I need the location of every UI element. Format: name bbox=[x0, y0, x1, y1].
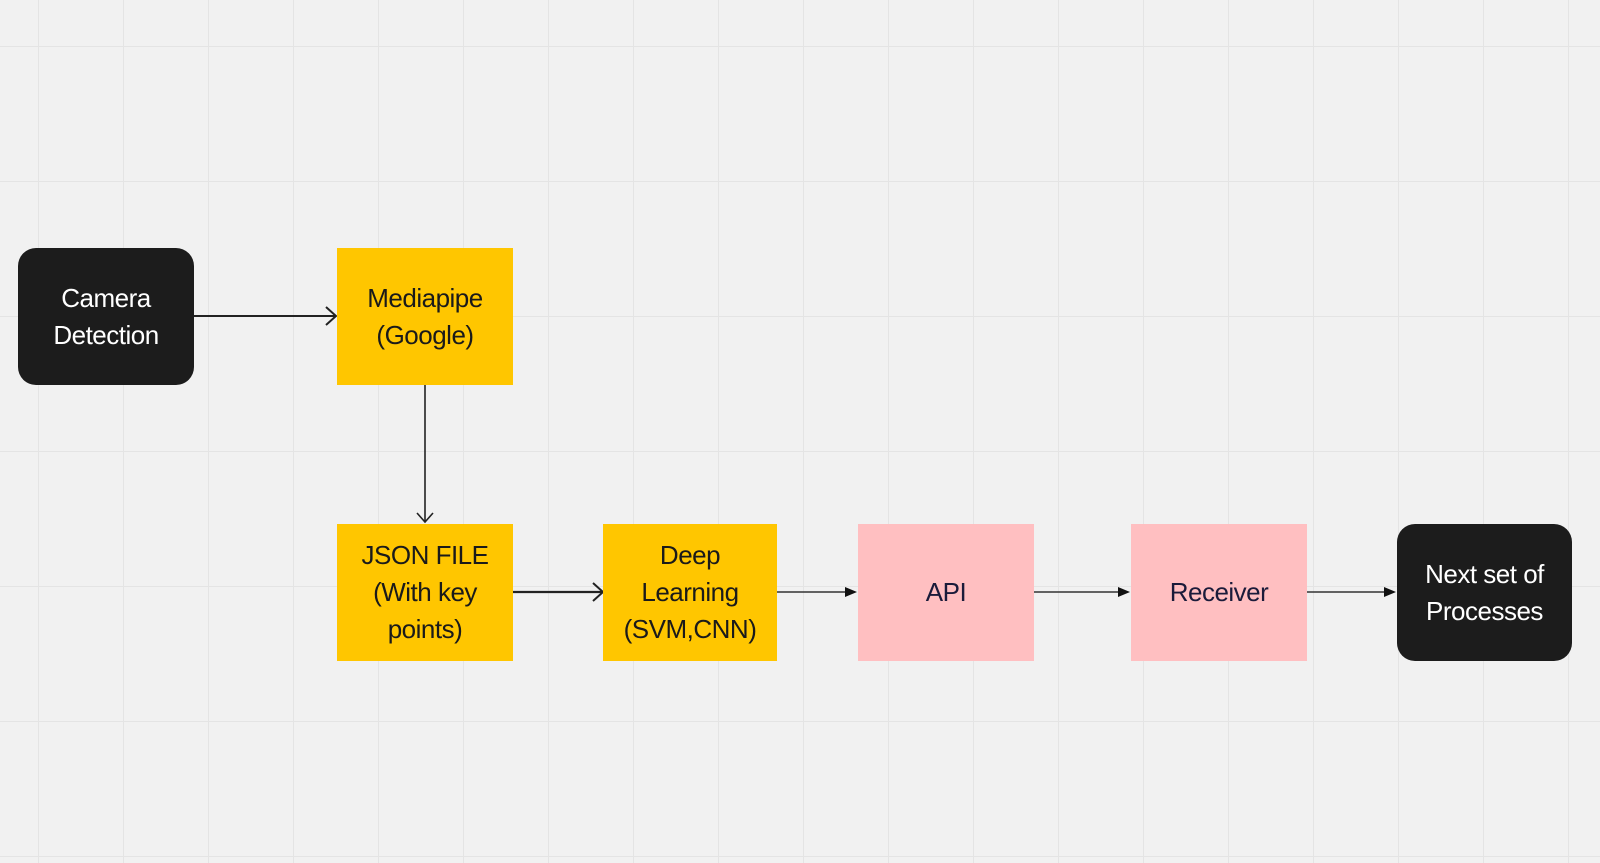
node-mediapipe[interactable]: Mediapipe (Google) bbox=[337, 248, 513, 385]
node-json-file[interactable]: JSON FILE (With key points) bbox=[337, 524, 513, 661]
node-receiver-label: Receiver bbox=[1169, 577, 1269, 607]
edge-camera-to-mediapipe bbox=[194, 306, 338, 326]
node-deep-learning-label: Deep Learning (SVM,CNN) bbox=[623, 540, 757, 644]
node-camera-detection[interactable]: Camera Detection bbox=[18, 248, 194, 385]
node-next-processes-label: Next set of Processes bbox=[1425, 558, 1544, 626]
node-camera-detection-label: Camera Detection bbox=[53, 282, 159, 350]
edge-receiver-to-next bbox=[1307, 587, 1396, 597]
node-receiver[interactable]: Receiver bbox=[1131, 524, 1307, 661]
node-api-label: API bbox=[925, 577, 967, 607]
node-api[interactable]: API bbox=[858, 524, 1034, 661]
edge-mediapipe-to-json bbox=[416, 385, 434, 524]
edge-deeplearning-to-api bbox=[777, 587, 857, 597]
node-json-file-label: JSON FILE (With key points) bbox=[361, 540, 489, 644]
node-deep-learning[interactable]: Deep Learning (SVM,CNN) bbox=[603, 524, 777, 661]
edge-json-to-deeplearning bbox=[513, 582, 605, 602]
node-mediapipe-label: Mediapipe (Google) bbox=[367, 282, 483, 350]
edge-api-to-receiver bbox=[1034, 587, 1130, 597]
node-next-processes[interactable]: Next set of Processes bbox=[1397, 524, 1572, 661]
